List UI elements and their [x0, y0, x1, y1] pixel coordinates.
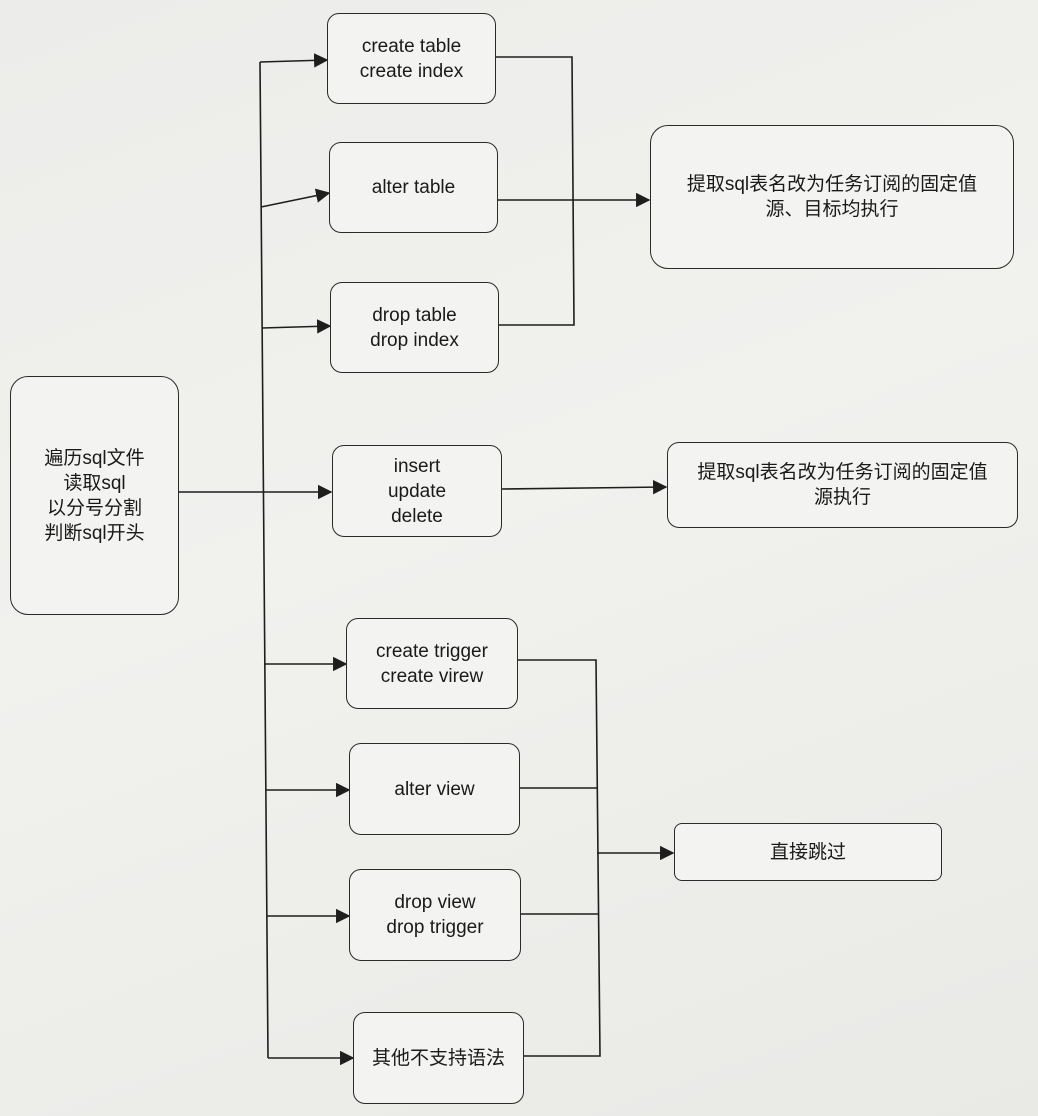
result-dml-node: 提取sql表名改为任务订阅的固定值 源执行 — [667, 442, 1018, 528]
result-ddl-line-2: 源、目标均执行 — [765, 199, 899, 220]
vertical-bus-line — [259, 61, 269, 1059]
alter-view-line-1: alter view — [394, 778, 475, 800]
drop-table-line-2: drop index — [370, 329, 459, 351]
line-create-table-out — [495, 56, 575, 326]
drop-view-line-2: drop trigger — [386, 917, 484, 938]
result-ddl-line-1: 提取sql表名改为任务订阅的固定值 — [686, 174, 978, 195]
create-trigger-line-1: create trigger — [376, 640, 488, 662]
start-line-2: 读取sql — [63, 472, 126, 494]
arrow-to-alter-table — [260, 188, 331, 208]
start-node: 遍历sql文件 读取sql 以分号分割 判断sql开头 — [10, 376, 179, 615]
arrow-to-create-table — [259, 53, 329, 68]
dml-line-3: delete — [391, 505, 443, 527]
start-line-3: 以分号分割 — [46, 497, 142, 519]
create-table-line-1: create table — [361, 35, 462, 57]
create-table-node: create table create index — [327, 13, 496, 104]
line-create-trigger-out — [517, 659, 601, 1057]
start-line-1: 遍历sql文件 — [44, 447, 145, 469]
drop-table-node: drop table drop index — [330, 282, 499, 373]
alter-view-node: alter view — [349, 743, 520, 835]
drop-view-node: drop view drop trigger — [349, 869, 521, 961]
result-ddl-node: 提取sql表名改为任务订阅的固定值 源、目标均执行 — [650, 125, 1014, 269]
arrow-dml-to-result — [500, 479, 668, 495]
dml-line-1: insert — [393, 455, 441, 477]
unsupported-node: 其他不支持语法 — [353, 1012, 524, 1104]
create-table-line-2: create index — [359, 60, 464, 82]
create-trigger-line-2: create virew — [380, 665, 484, 687]
create-trigger-node: create trigger create virew — [346, 618, 518, 709]
result-dml-line-1: 提取sql表名改为任务订阅的固定值 — [697, 462, 988, 483]
dml-line-2: update — [387, 480, 447, 502]
drop-table-line-1: drop table — [372, 304, 457, 326]
result-skip-node: 直接跳过 — [674, 823, 942, 881]
start-line-4: 判断sql开头 — [44, 522, 145, 544]
alter-table-line-1: alter table — [371, 177, 456, 198]
alter-table-node: alter table — [329, 142, 498, 233]
unsupported-line-1: 其他不支持语法 — [371, 1047, 505, 1069]
drop-view-line-1: drop view — [394, 892, 476, 913]
arrow-to-drop-table — [261, 319, 332, 334]
dml-node: insert update delete — [332, 445, 502, 537]
result-skip-line-1: 直接跳过 — [769, 841, 846, 863]
result-dml-line-2: 源执行 — [813, 487, 871, 508]
